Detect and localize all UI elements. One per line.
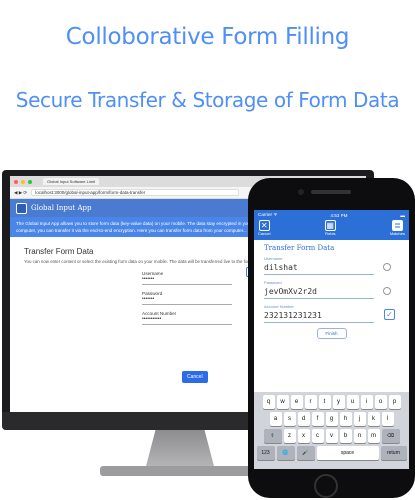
- key-f[interactable]: f: [311, 412, 324, 426]
- desktop-cancel-button[interactable]: Cancel: [182, 371, 208, 383]
- key-space[interactable]: space: [316, 446, 379, 460]
- browser-tabbar: Global Input Software Limit: [10, 176, 366, 187]
- nav-arrows-icon[interactable]: ◀ ▶ ⟳: [14, 189, 28, 195]
- key-i[interactable]: i: [360, 395, 373, 409]
- password-field[interactable]: •••••••: [142, 296, 232, 305]
- key-w[interactable]: w: [276, 395, 289, 409]
- key-o[interactable]: o: [374, 395, 387, 409]
- key-globe[interactable]: 🌐: [276, 446, 295, 460]
- app-name: Global Input App: [31, 204, 92, 212]
- key-n[interactable]: n: [353, 429, 366, 443]
- account-field[interactable]: •••••••••••: [142, 316, 232, 325]
- key-m[interactable]: m: [367, 429, 380, 443]
- phone-password-label: Password: [264, 280, 282, 285]
- key-b[interactable]: b: [339, 429, 352, 443]
- key-k[interactable]: k: [367, 412, 380, 426]
- phone-account-group: Account Number 232131231231 ✓: [264, 304, 399, 323]
- key-t[interactable]: t: [318, 395, 331, 409]
- key-123[interactable]: 123: [256, 446, 275, 460]
- key-j[interactable]: j: [353, 412, 366, 426]
- password-label: Password: [142, 291, 163, 296]
- key-r[interactable]: r: [304, 395, 317, 409]
- key-c[interactable]: c: [311, 429, 324, 443]
- close-icon: ✕: [258, 220, 270, 231]
- phone-account-label: Account Number: [264, 304, 294, 309]
- key-l[interactable]: l: [381, 412, 394, 426]
- finish-button[interactable]: Finish: [316, 328, 347, 339]
- key-p[interactable]: p: [388, 395, 401, 409]
- matches-button[interactable]: ≣ Matches: [390, 220, 405, 236]
- matches-label: Matches: [389, 231, 405, 236]
- username-field[interactable]: •••••••: [142, 276, 232, 285]
- grid-icon: ▦: [324, 220, 336, 231]
- mobile-phone: Carrier ᯤ 4:53 PM ▬ ✕ Cancel ▦ Fields ≣ …: [248, 178, 415, 498]
- monitor-stand: [145, 430, 215, 470]
- fields-button[interactable]: ▦ Fields: [324, 220, 336, 236]
- carrier-label: Carrier ᯤ: [258, 212, 278, 217]
- status-time: 4:53 PM: [330, 212, 348, 218]
- phone-password-radio[interactable]: [383, 287, 391, 295]
- key-e[interactable]: e: [290, 395, 303, 409]
- camera-icon: [298, 189, 304, 195]
- key-return[interactable]: return: [380, 446, 407, 460]
- url-input[interactable]: localhost:3000/global-input-app/form/for…: [31, 189, 240, 196]
- key-q[interactable]: q: [262, 395, 275, 409]
- battery-icon: ▬: [400, 212, 405, 218]
- close-dot-icon[interactable]: [14, 179, 18, 184]
- key-mic[interactable]: 🎤: [296, 446, 315, 460]
- key-s[interactable]: s: [283, 412, 296, 426]
- key-g[interactable]: g: [325, 412, 338, 426]
- key-y[interactable]: y: [332, 395, 345, 409]
- phone-toolbar: ✕ Cancel ▦ Fields ≣ Matches: [254, 220, 409, 240]
- key-u[interactable]: u: [346, 395, 359, 409]
- status-bar: Carrier ᯤ 4:53 PM ▬: [254, 210, 409, 220]
- phone-username-label: Username: [264, 256, 283, 261]
- phone-title: Transfer Form Data: [264, 244, 335, 252]
- monitor-base: [100, 466, 265, 476]
- cancel-button[interactable]: ✕ Cancel: [258, 220, 270, 236]
- checkbox-icon[interactable]: ✓: [384, 309, 395, 320]
- form-description: You can now enter content or select the …: [24, 259, 349, 264]
- key-a[interactable]: a: [269, 412, 282, 426]
- maximize-dot-icon[interactable]: [28, 179, 32, 184]
- username-label: Username: [142, 271, 164, 276]
- phone-password-field[interactable]: jevOmXv2r2d: [264, 285, 374, 299]
- cancel-label: Cancel: [258, 231, 271, 236]
- phone-username-group: Username dilshat: [264, 256, 399, 275]
- app-logo-icon: [16, 202, 27, 214]
- key-v[interactable]: v: [325, 429, 338, 443]
- phone-username-radio[interactable]: [383, 263, 391, 271]
- phone-account-field[interactable]: 232131231231: [264, 309, 374, 323]
- username-group: 👁 Username •••••••: [142, 267, 262, 285]
- account-label: Account Number: [142, 311, 177, 316]
- browser-tab[interactable]: Global Input Software Limit: [43, 178, 100, 185]
- form-title: Transfer Form Data: [24, 247, 94, 256]
- home-button[interactable]: [314, 474, 338, 498]
- hero-title: Colloborative Form Filling: [65, 24, 350, 50]
- speaker-grille: [311, 190, 351, 194]
- account-group: Account Number •••••••••••: [142, 311, 262, 325]
- phone-username-field[interactable]: dilshat: [264, 261, 374, 275]
- matches-icon: ≣: [391, 220, 403, 231]
- phone-password-group: Password jevOmXv2r2d: [264, 280, 399, 299]
- key-x[interactable]: x: [297, 429, 310, 443]
- key-h[interactable]: h: [339, 412, 352, 426]
- key-backspace[interactable]: ⌫: [381, 429, 400, 443]
- fields-label: Fields: [324, 231, 336, 236]
- hero-subtitle: Secure Transfer & Storage of Form Data: [15, 88, 400, 112]
- password-group: Password •••••••: [142, 291, 262, 305]
- key-shift[interactable]: ⇧: [263, 429, 282, 443]
- minimize-dot-icon[interactable]: [21, 179, 25, 184]
- phone-screen: Carrier ᯤ 4:53 PM ▬ ✕ Cancel ▦ Fields ≣ …: [254, 210, 409, 469]
- key-z[interactable]: z: [283, 429, 296, 443]
- key-d[interactable]: d: [297, 412, 310, 426]
